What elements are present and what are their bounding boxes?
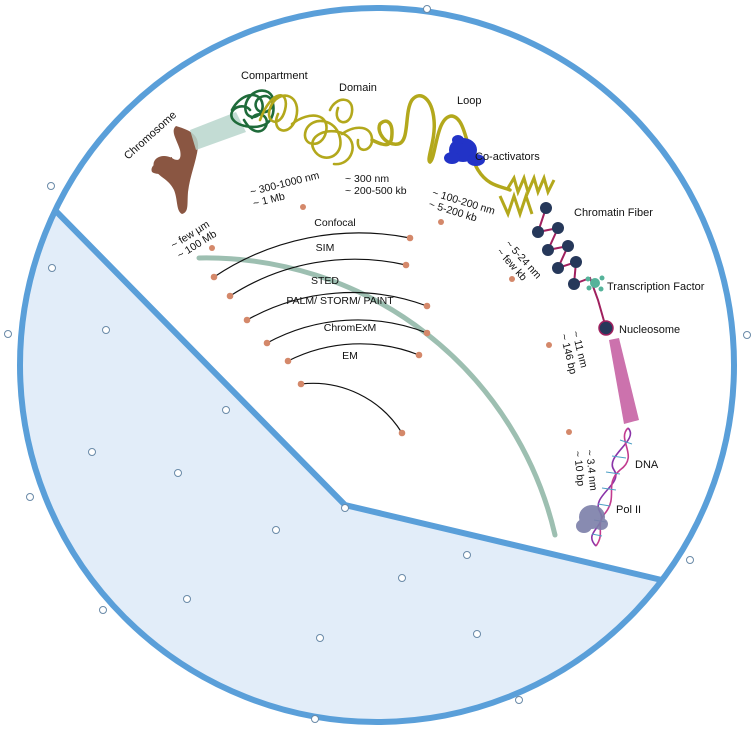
- technique-label-chromexm: ChromExM: [324, 322, 377, 334]
- speckle-icon: [463, 551, 471, 559]
- coactivators-label: Co-activators: [475, 151, 540, 163]
- svg-text:~ 300 nm: ~ 300 nm: [345, 173, 389, 185]
- speckle-icon: [316, 634, 324, 642]
- scale-label-nucleosome: ~ 11 nm ~ 146 bp: [557, 330, 589, 376]
- chromatin-fiber-label: Chromatin Fiber: [574, 207, 653, 219]
- technique-label-sim: SIM: [316, 242, 335, 254]
- transcription-factor-label: Transcription Factor: [607, 281, 705, 293]
- scale-label-compartment: ~ 300-1000 nm ~ 1 Mb: [249, 169, 321, 210]
- technique-label-palm-storm-paint: PALM/ STORM/ PAINT: [286, 295, 394, 307]
- technique-label-sted: STED: [311, 275, 339, 287]
- technique-arcs: [213, 232, 428, 434]
- chromosome-zoom-cone: [190, 112, 246, 150]
- dna-label: DNA: [635, 459, 659, 471]
- speckle-icon: [102, 326, 110, 334]
- loop-coil: [498, 173, 556, 219]
- pore-icon: [47, 182, 55, 190]
- speckle-icon: [272, 526, 280, 534]
- nucleus-border: [17, 5, 737, 725]
- scale-ticks: [209, 204, 572, 435]
- pore-icon: [686, 556, 694, 564]
- loop-strand: [370, 94, 512, 192]
- speckle-icon: [48, 264, 56, 272]
- pore-icon: [4, 330, 12, 338]
- pore-icon: [341, 504, 349, 512]
- nucleosome-bead-icon: [532, 226, 544, 238]
- technique-label-em: EM: [342, 350, 358, 362]
- chromosome-label: Chromosome: [122, 109, 179, 162]
- speckle-icon: [473, 630, 481, 638]
- chromosome-icon: [151, 126, 199, 214]
- speckle-icon: [174, 469, 182, 477]
- nucleosome-bead-icon: [542, 244, 554, 256]
- compartment-label: Compartment: [241, 70, 308, 82]
- nucleosome-label: Nucleosome: [619, 324, 680, 336]
- speckle-icon: [222, 406, 230, 414]
- domain-icon: [258, 94, 374, 166]
- nuclear-speckles: [48, 264, 481, 642]
- domain-label: Domain: [339, 82, 377, 94]
- nucleosome-bead-icon: [568, 278, 580, 290]
- speckle-icon: [88, 448, 96, 456]
- scale-label-fiber: ~ 5-24 nm ~ few kb: [494, 238, 544, 283]
- pol2-label: Pol II: [616, 504, 641, 516]
- pore-icon: [743, 331, 751, 339]
- pore-icon: [515, 696, 523, 704]
- nucleosome-bead-icon: [540, 202, 552, 214]
- scale-label-dna: ~ 3.4 nm ~ 10 bp: [571, 449, 599, 491]
- pore-icon: [311, 715, 319, 723]
- pore-icon: [26, 493, 34, 501]
- scale-label-domain: ~ 300 nm ~ 200-500 kb: [345, 173, 407, 197]
- coactivator-icon: [444, 135, 485, 166]
- loop-label: Loop: [457, 95, 481, 107]
- transcription-factor-icon: [585, 275, 605, 292]
- svg-text:~ 200-500 kb: ~ 200-500 kb: [345, 185, 407, 197]
- nucleosome-bead-icon: [562, 240, 574, 252]
- dna-zoom-cone: [609, 338, 639, 424]
- lower-nucleus-region: [20, 200, 670, 722]
- technique-label-confocal: Confocal: [314, 217, 355, 229]
- svg-text:~ 10 bp: ~ 10 bp: [571, 450, 587, 487]
- chromatin-fiber-linkers: [536, 207, 607, 329]
- scale-label-loop: ~ 100-200 nm ~ 5-200 kb: [427, 187, 497, 225]
- pol2-icon: [576, 505, 608, 533]
- svg-text:~ 300-1000 nm: ~ 300-1000 nm: [249, 169, 321, 198]
- pore-icon: [99, 606, 107, 614]
- speckle-icon: [398, 574, 406, 582]
- nuclear-pores: [4, 5, 751, 723]
- chromatin-fiber-icon: [532, 202, 582, 290]
- scale-label-chromosome: ~ few µm ~ 100 Mb: [169, 218, 219, 261]
- nucleosome-bead-icon: [570, 256, 582, 268]
- nucleosome-bead-icon: [552, 222, 564, 234]
- nucleosome-bead-icon: [552, 262, 564, 274]
- nucleosome-icon: [598, 320, 614, 336]
- technique-endpoints: [210, 234, 431, 437]
- svg-text:~ 3.4 nm: ~ 3.4 nm: [583, 449, 599, 491]
- speckle-icon: [183, 595, 191, 603]
- pore-icon: [423, 5, 431, 13]
